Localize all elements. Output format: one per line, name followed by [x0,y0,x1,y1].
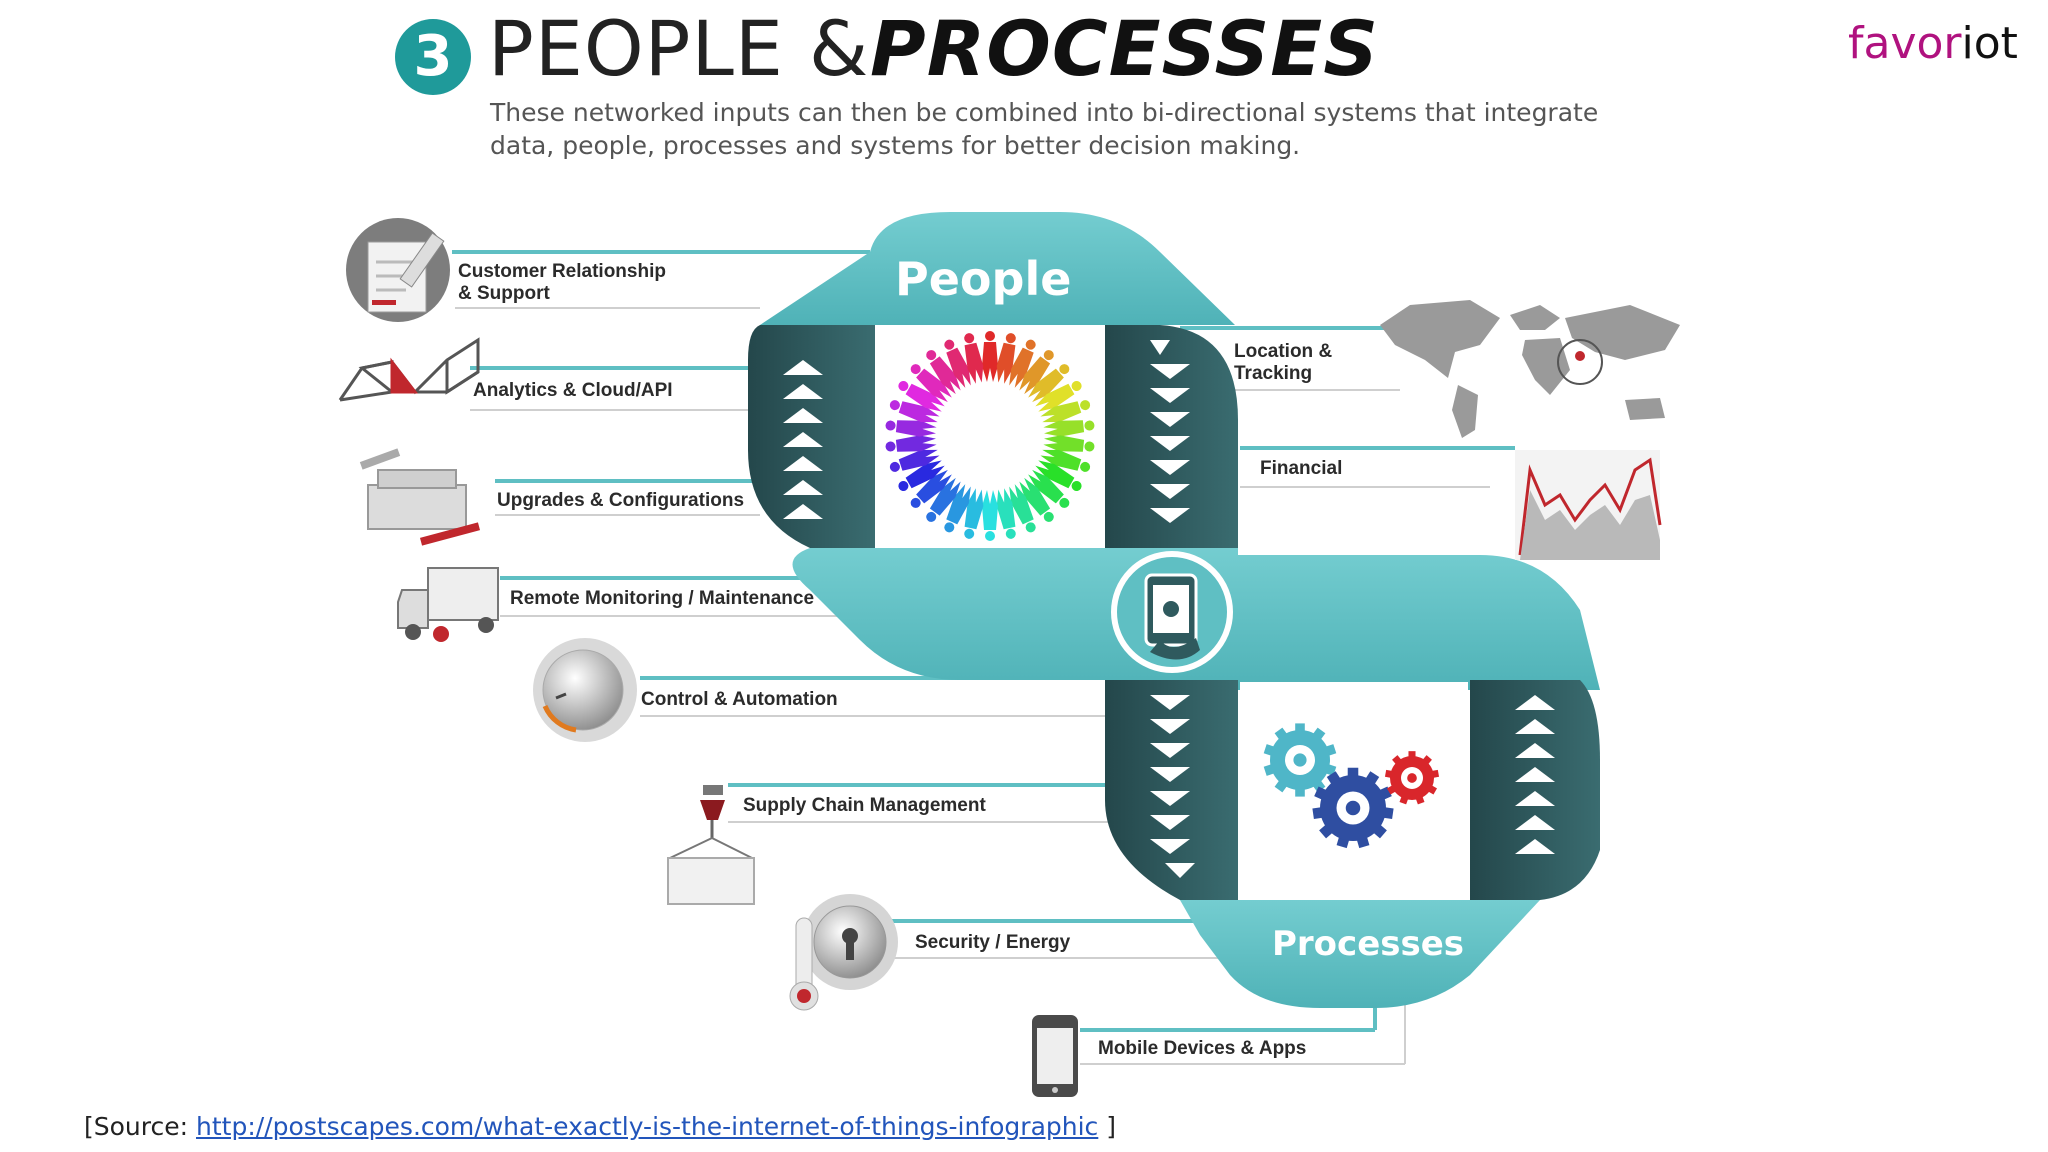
people-ring-icon [885,331,1095,541]
tablet-hand-icon [1111,551,1233,673]
truck-icon [397,567,499,642]
gears-icon [1263,723,1440,849]
label-customer-relationship: Customer Relationship& Support [458,261,666,304]
label-analytics-cloud: Analytics & Cloud/API [473,380,673,401]
network-mesh-icon [338,337,480,402]
people-band-label: People [895,252,1072,306]
title-people: PEOPLE & [488,4,870,93]
brand-part1: favor [1848,18,1962,69]
favoriot-logo: favoriot [1848,18,2018,69]
processes-band-label: Processes [1272,924,1465,964]
source-prefix: [Source: [84,1112,196,1141]
label-supply-chain: Supply Chain Management [743,795,986,816]
source-citation: [Source: http://postscapes.com/what-exac… [84,1112,1116,1141]
label-control-automation: Control & Automation [641,689,838,710]
label-upgrades-configurations: Upgrades & Configurations [497,490,745,511]
label-remote-monitoring: Remote Monitoring / Maintenance [510,588,815,609]
label-location-tracking: Location &Tracking [1234,341,1333,384]
source-suffix: ] [1098,1112,1116,1141]
label-security-energy: Security / Energy [915,932,1071,953]
source-link[interactable]: http://postscapes.com/what-exactly-is-th… [196,1112,1099,1141]
brand-part2: iot [1961,18,2018,69]
toolbox-icon [359,448,481,546]
crane-hook-crate-icon [667,785,755,905]
stock-chart-icon [1515,450,1662,560]
smartphone-icon [1032,1015,1078,1097]
document-pen-icon [346,218,450,322]
arrows-up-bottom-right [1515,695,1555,854]
arrows-up-top-left [783,360,823,519]
section-number-badge: 3 [395,19,471,95]
arrows-down-bottom-left [1150,695,1195,878]
dial-knob-icon [533,638,637,742]
subtitle: These networked inputs can then be combi… [490,98,1599,160]
label-mobile-devices: Mobile Devices & Apps [1098,1038,1307,1059]
label-financial: Financial [1260,458,1343,479]
title-processes: PROCESSES [870,4,1379,93]
arrows-down-top-right [1150,340,1190,523]
world-map-icon [1380,300,1680,438]
connector-underlines [455,307,1490,1065]
lock-thermometer-icon [789,894,898,1011]
